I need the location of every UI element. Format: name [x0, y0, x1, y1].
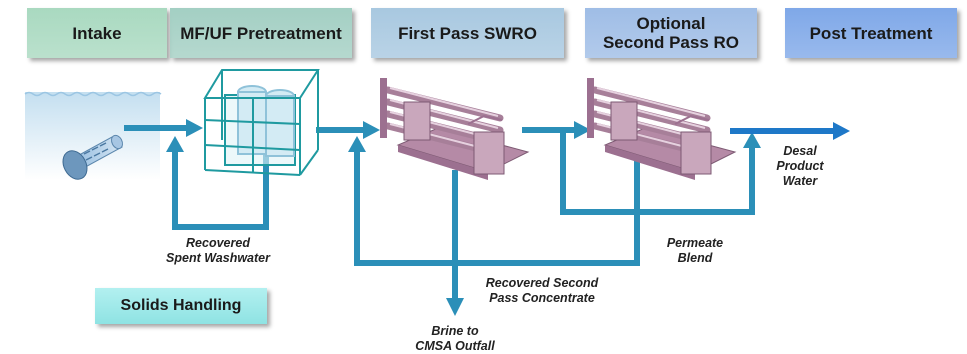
stage-first-pass-swro: First Pass SWRO: [371, 8, 564, 58]
solids-handling-box: Solids Handling: [95, 288, 267, 324]
stage-second-pass-ro: Optional Second Pass RO: [585, 8, 757, 58]
label-brine-outfall: Brine to CMSA Outfall: [415, 324, 495, 353]
stage-second-pass-label: Optional Second Pass RO: [602, 14, 740, 52]
water-surface: [24, 91, 162, 97]
intake-screen-icon: [62, 134, 124, 180]
second-pass-ro-skid-icon: [587, 78, 737, 180]
label-permeate-blend: Permeate Blend: [666, 236, 724, 265]
label-recovered-concentrate: Recovered Second Pass Concentrate: [485, 276, 599, 305]
process-flow-lines: [124, 125, 755, 300]
stage-intake-label: Intake: [72, 23, 122, 43]
mf-uf-unit-icon: [203, 69, 320, 176]
stage-pretreatment: MF/UF Pretreatment: [170, 8, 352, 58]
flow-arrowheads: [166, 119, 761, 316]
label-recovered-washwater: Recovered Spent Washwater: [166, 236, 270, 265]
intake-water: [25, 92, 160, 180]
label-desal-product-water: Desal Product Water: [776, 144, 824, 188]
product-water-arrowhead: [833, 122, 850, 140]
stage-intake: Intake: [27, 8, 167, 58]
stage-pretreatment-label: MF/UF Pretreatment: [180, 23, 342, 43]
solids-handling-label: Solids Handling: [120, 297, 242, 314]
stage-first-pass-label: First Pass SWRO: [398, 23, 537, 43]
first-pass-ro-skid-icon: [380, 78, 530, 180]
stage-post-treatment: Post Treatment: [785, 8, 957, 58]
stage-post-treatment-label: Post Treatment: [809, 23, 933, 43]
